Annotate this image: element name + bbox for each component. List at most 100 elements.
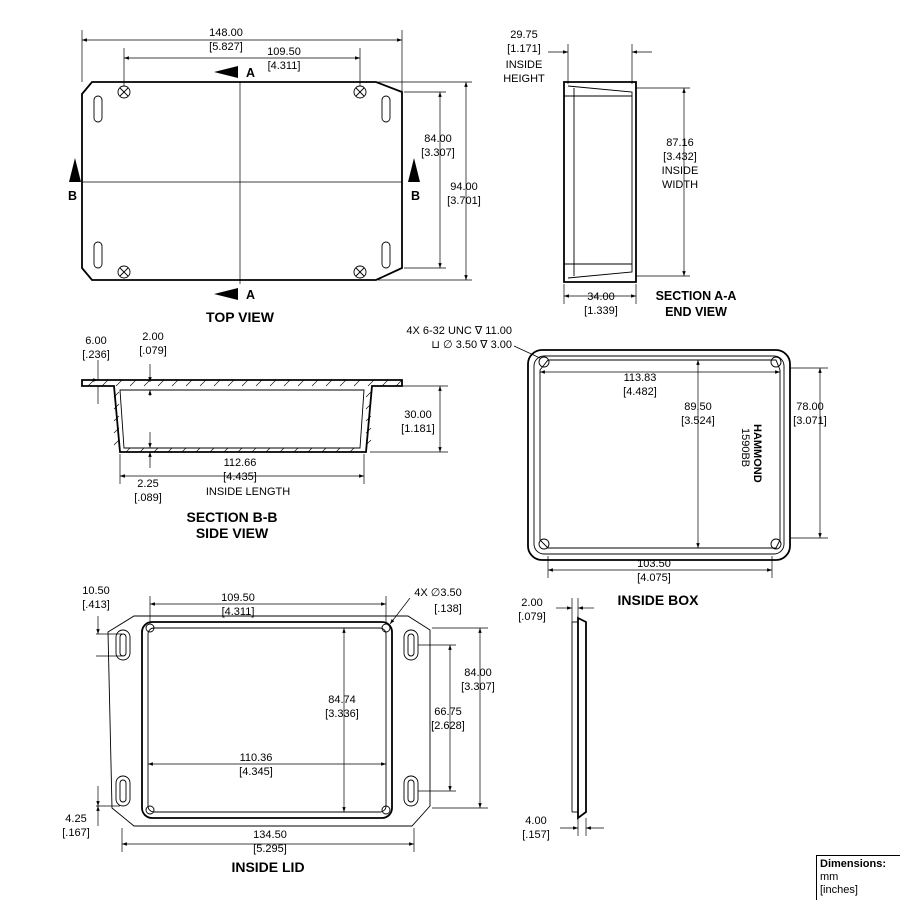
dim-floor-in: [.089] (134, 492, 162, 504)
inside-box-outline (527, 349, 791, 561)
dim-slot-bottom-in: [.167] (62, 827, 90, 839)
dim-lid-thick-mm: 2.00 (521, 597, 542, 609)
inside-box: 4X 6-32 UNC ∇ 11.00 ⊔ ∅ 3.50 ∇ 3.00 HAMM… (406, 325, 828, 608)
dim-inner-h-in: [3.524] (681, 415, 715, 427)
dim-flange-mm: 6.00 (85, 335, 106, 347)
hole-note-mm: 4X ∅3.50 (414, 587, 462, 599)
side-view-outline (81, 379, 403, 453)
hole-icon (381, 623, 391, 633)
lid-side-profile: 2.00 [.079] 4.00 [.157] (518, 597, 604, 841)
dim-width-mm: 148.00 (209, 27, 243, 39)
dim-lid-h-mm: 84.00 (464, 667, 492, 679)
lid-side-outline (577, 616, 587, 820)
dim-lip-mm: 4.00 (525, 815, 546, 827)
side-view-title: SIDE VIEW (196, 525, 269, 541)
dim-inner-h-mm: 89.50 (684, 401, 712, 413)
dim-length-in: [4.435] (223, 471, 257, 483)
dim-hole-span-mm: 109.50 (267, 46, 301, 58)
legend-inches: [inches] (820, 884, 858, 896)
dim-depth-mm: 34.00 (587, 291, 615, 303)
hole-note-in: [.138] (434, 603, 462, 615)
section-label-a: A (246, 288, 255, 302)
section-label-b: B (68, 189, 77, 203)
screw-hole-icon (538, 356, 550, 368)
dim-slot-bottom-mm: 4.25 (65, 813, 86, 825)
tapped-hole-note: 4X 6-32 UNC ∇ 11.00 (406, 325, 512, 337)
inside-lid-title: INSIDE LID (231, 859, 304, 875)
dim-length-label: INSIDE LENGTH (206, 486, 290, 498)
inside-lid: 10.50 [.413] 109.50 [4.311] 4X ∅3.50 [.1… (62, 585, 495, 875)
dim-lid-thick-in: [.079] (518, 611, 546, 623)
dim-inside-height-label: HEIGHT (503, 73, 545, 85)
dim-length-mm: 112.66 (224, 457, 257, 469)
dim-bottom-w-in: [4.075] (637, 572, 671, 584)
dim-pocket-w-in: [4.345] (239, 766, 273, 778)
section-arrow-icon (214, 288, 238, 300)
dim-inside-width-mm: 87.16 (666, 137, 694, 149)
dim-inner-h-mm: 84.00 (424, 133, 452, 145)
dim-lid-w-mm: 134.50 (253, 829, 287, 841)
dim-inner-h-in: [3.307] (421, 147, 455, 159)
dim-inner-w-in: [4.482] (623, 386, 657, 398)
dim-height-in: [1.181] (401, 423, 435, 435)
dim-inside-height-mm: 29.75 (510, 29, 538, 41)
dim-floor-mm: 2.25 (137, 478, 158, 490)
screw-icon (353, 265, 367, 279)
dim-wall-mm: 2.00 (142, 331, 163, 343)
side-view: 6.00 [.236] 2.00 [.079] 30.00 [1.181] 2.… (81, 331, 448, 541)
end-view-title: END VIEW (665, 305, 727, 319)
legend-mm: mm (820, 871, 839, 883)
dim-height-mm: 30.00 (404, 409, 432, 421)
dim-inside-width-label: WIDTH (662, 179, 698, 191)
units-legend: Dimensions: mm [inches] (816, 855, 900, 900)
dim-inside-height-in: [1.171] (507, 43, 541, 55)
section-arrow-icon (214, 66, 238, 78)
dim-slot-span-in: [2.628] (431, 720, 465, 732)
section-arrow-icon (408, 158, 420, 182)
section-hatching (87, 379, 403, 453)
screw-hole-icon (770, 538, 782, 550)
dim-slot-span-mm: 66.75 (434, 706, 462, 718)
end-view-title: SECTION A-A (656, 289, 737, 303)
dim-hole-span-mm: 109.50 (221, 592, 255, 604)
dim-wall-in: [.079] (139, 345, 167, 357)
inside-lid-outline (107, 615, 431, 827)
side-view-title: SECTION B-B (187, 509, 278, 525)
dim-pocket-w-mm: 110.36 (240, 752, 273, 764)
dim-lid-h-in: [3.307] (461, 681, 495, 693)
tapped-hole-note: ⊔ ∅ 3.50 ∇ 3.00 (431, 339, 512, 351)
screw-icon (117, 265, 131, 279)
hole-icon (381, 805, 391, 815)
section-label-b: B (411, 189, 420, 203)
dim-inner-w-mm: 113.83 (624, 372, 657, 384)
screw-hole-icon (770, 356, 782, 368)
dim-hole-span-in: [4.311] (222, 606, 255, 618)
section-arrow-icon (69, 158, 81, 182)
dim-depth-in: [1.339] (584, 305, 618, 317)
inside-box-title: INSIDE BOX (618, 592, 700, 608)
dim-pocket-h-in: [3.336] (325, 708, 359, 720)
top-view-title: TOP VIEW (206, 309, 275, 325)
dim-inside-width-in: [3.432] (663, 151, 697, 163)
dim-flange-in: [.236] (82, 349, 110, 361)
end-view: 29.75 [1.171] INSIDE HEIGHT 87.16 [3.432… (503, 29, 736, 319)
dim-lip-in: [.157] (522, 829, 550, 841)
dim-outer-h-in: [3.071] (793, 415, 827, 427)
dim-width-in: [5.827] (209, 41, 243, 53)
dim-slot-offset-in: [.413] (82, 599, 110, 611)
brand-label: HAMMOND (751, 424, 763, 483)
hole-icon (145, 805, 155, 815)
dim-lid-w-in: [5.295] (253, 843, 287, 855)
dim-slot-offset-mm: 10.50 (82, 585, 110, 597)
end-view-outline (563, 81, 637, 283)
top-view-outline (81, 81, 403, 281)
legend-title: Dimensions: (820, 858, 887, 870)
dim-bottom-w-mm: 103.50 (637, 558, 671, 570)
dim-hole-span-in: [4.311] (268, 60, 301, 72)
screw-icon (353, 85, 367, 99)
screw-icon (117, 85, 131, 99)
dim-inside-height-label: INSIDE (506, 59, 543, 71)
dim-inside-width-label: INSIDE (662, 165, 699, 177)
top-view: A A B B 148.00 [5.827] 109.50 [4.311] 84… (68, 27, 481, 325)
